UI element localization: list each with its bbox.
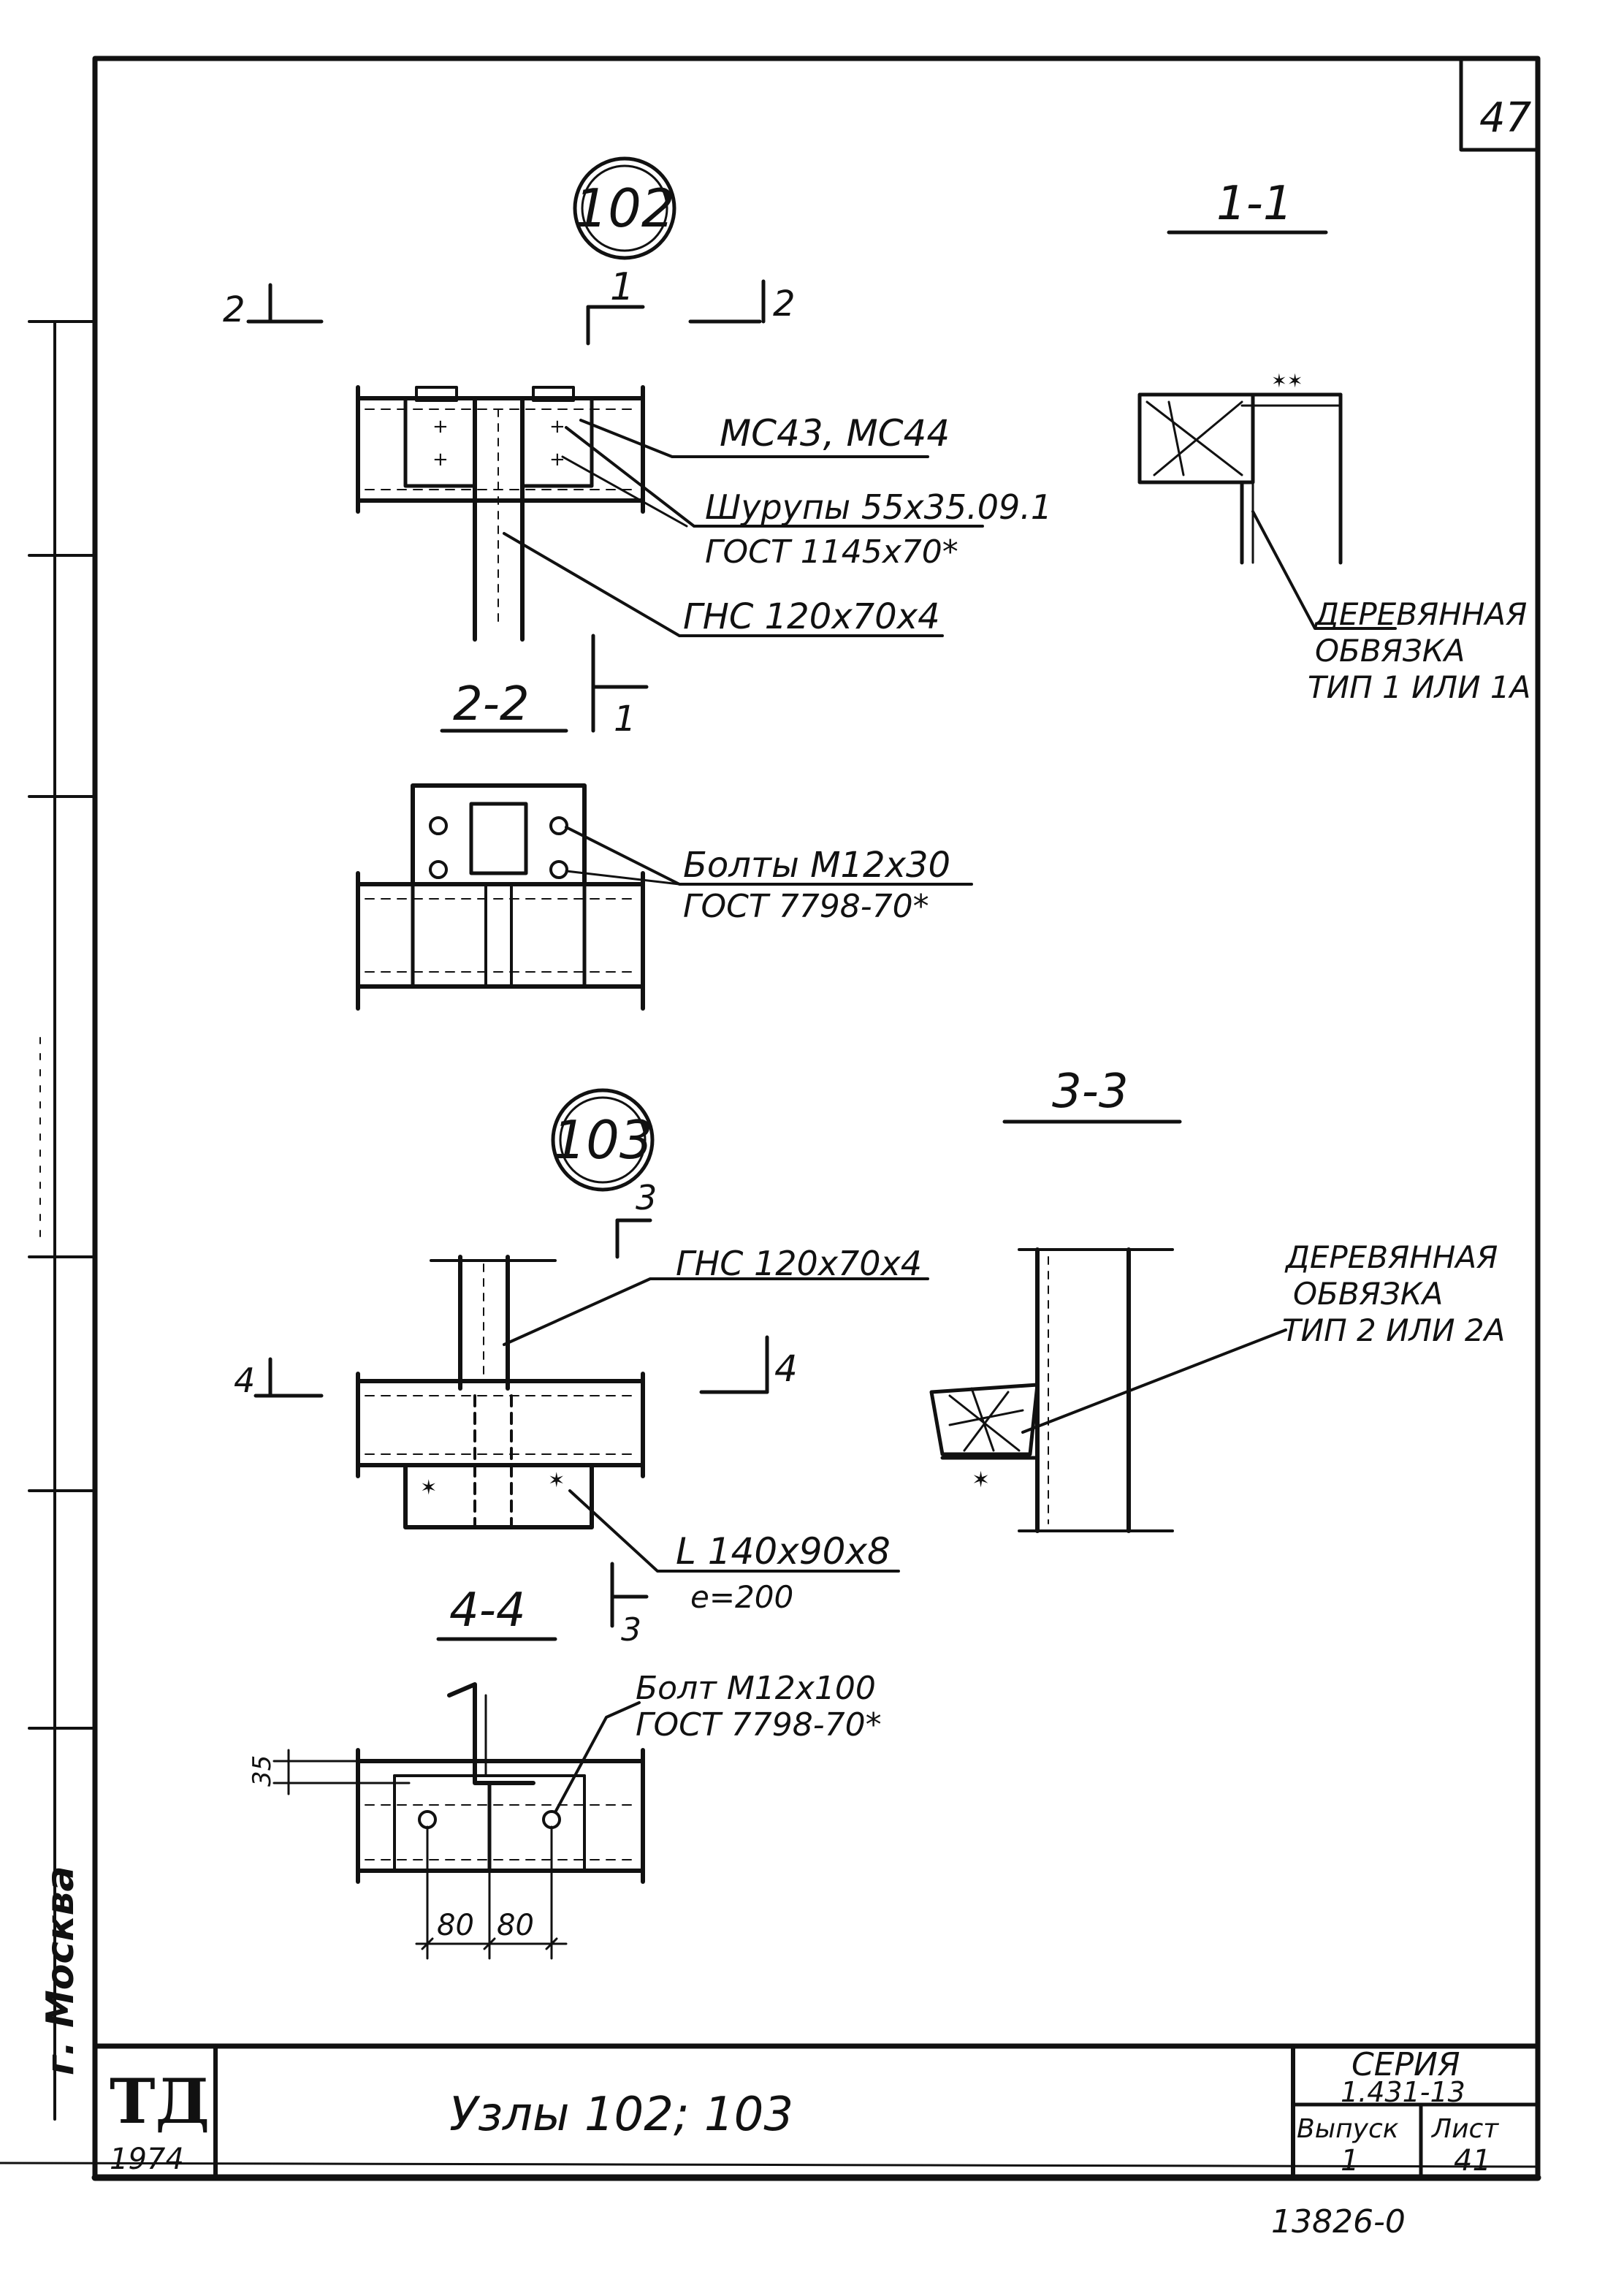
section-marker-4-right: [699, 1335, 769, 1394]
issue-label: Выпуск: [1297, 2114, 1399, 2144]
title-block: [92, 2043, 1541, 2180]
dim-left-80: 80: [437, 1909, 474, 1942]
label-bolts-2: ГОСТ 7798-70*: [683, 888, 929, 925]
svg-text:✶✶: ✶✶: [1271, 370, 1303, 392]
section-mark-1-bottom: 1: [614, 699, 636, 740]
section-1-1-drawing: ✶✶: [1137, 370, 1397, 630]
svg-text:+: +: [549, 449, 565, 471]
label-profile-103: ГНС 120х70х4: [676, 1244, 922, 1283]
section-1-1-title: 1-1: [1216, 177, 1293, 231]
corner-number: 47: [1479, 94, 1532, 142]
section-marker-1-bottom: [591, 634, 649, 733]
label-wood-3-102: ТИП 1 ИЛИ 1А: [1308, 669, 1530, 705]
label-profile-102: ГНС 120х70х4: [683, 596, 940, 637]
section-mark-4-right: 4: [774, 1347, 798, 1390]
node-102-leaders: [503, 419, 984, 637]
section-marker-2-right: [688, 279, 766, 324]
section-4-4-drawing: [272, 1682, 645, 1960]
label-wood-2-103: ОБВЯЗКА: [1293, 1276, 1443, 1312]
section-mark-1-top: 1: [610, 265, 634, 309]
section-mark-2-left: 2: [223, 289, 245, 330]
sheet-label: Лист: [1430, 2114, 1499, 2144]
section-marker-4-left: [253, 1357, 324, 1398]
left-margin-strip: [28, 320, 96, 2121]
svg-text:✶: ✶: [548, 1468, 565, 1492]
section-4-4-title: 4-4: [449, 1584, 526, 1638]
section-marker-2-left: [246, 283, 324, 324]
section-2-2-drawing: [356, 783, 973, 1011]
label-bolts-1: Болты М12х30: [683, 845, 950, 886]
node-103-number: 103: [552, 1109, 652, 1171]
section-mark-3-top: 3: [636, 1178, 657, 1217]
label-bolt-2: ГОСТ 7798-70*: [636, 1706, 882, 1744]
section-marker-1-top: [586, 305, 645, 346]
section-marker-3-top: [615, 1218, 652, 1259]
label-connectors: МС43, МС44: [720, 412, 950, 455]
section-mark-4-left: 4: [234, 1361, 255, 1400]
date-stamp: 13826-0: [1271, 2203, 1406, 2240]
section-mark-3-bottom: 3: [621, 1611, 641, 1649]
node-102-plan: + + + +: [356, 385, 645, 642]
dim-right-80: 80: [497, 1909, 534, 1942]
section-mark-2-right: 2: [773, 284, 796, 324]
label-angle-2: e=200: [690, 1579, 793, 1615]
label-wood-3-103: ТИП 2 ИЛИ 2А: [1282, 1312, 1505, 1348]
label-angle-1: L 140х90х8: [676, 1530, 891, 1573]
section-2-2-title: 2-2: [453, 677, 530, 731]
node-102-badge: [573, 156, 676, 260]
org-mark: ТД: [110, 2065, 210, 2137]
label-wood-1-102: ДЕРЕВЯННАЯ: [1314, 596, 1527, 632]
drawing-title: Узлы 102; 103: [449, 2088, 793, 2142]
section-3-3-drawing: ✶: [929, 1247, 1287, 1533]
label-wood-2-102: ОБВЯЗКА: [1315, 633, 1465, 669]
svg-text:+: +: [549, 416, 565, 438]
svg-text:✶: ✶: [420, 1475, 437, 1499]
series-label: СЕРИЯ: [1352, 2046, 1460, 2083]
dim-vertical-35: 35: [248, 1755, 277, 1787]
label-bolt-1: Болт М12х100: [636, 1670, 876, 1707]
sheet-frame: [0, 56, 1541, 2181]
section-3-3-title: 3-3: [1052, 1065, 1129, 1119]
label-screws-2: ГОСТ 1145х70*: [705, 533, 958, 571]
issue-value: 1: [1341, 2144, 1359, 2178]
svg-text:+: +: [432, 416, 449, 438]
svg-text:✶: ✶: [972, 1467, 990, 1493]
svg-text:+: +: [432, 449, 449, 471]
node-102-number: 102: [574, 178, 674, 239]
year-stamp: 1974: [110, 2143, 184, 2176]
label-screws-1: Шурупы 55х35.09.1: [705, 487, 1052, 527]
sheet-value: 41: [1454, 2144, 1491, 2178]
watermark-label: г. Москва: [39, 1866, 83, 2075]
node-103-badge: [551, 1088, 655, 1192]
label-wood-1-103: ДЕРЕВЯННАЯ: [1284, 1239, 1498, 1275]
section-marker-3-bottom: [610, 1562, 649, 1628]
node-103-plan: ✶ ✶: [356, 1255, 929, 1573]
series-number: 1.431-13: [1341, 2076, 1465, 2108]
